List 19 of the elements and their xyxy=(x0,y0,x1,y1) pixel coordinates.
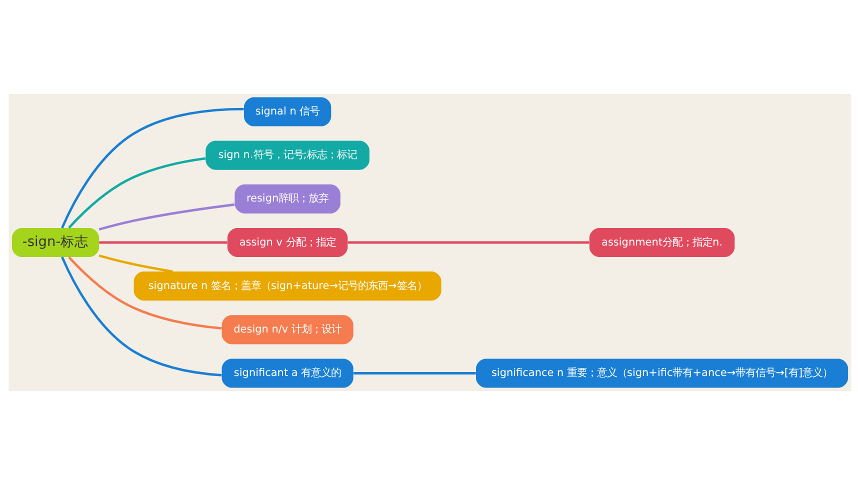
node-box: sign n.符号，记号;标志；标记 xyxy=(206,140,370,170)
node-box: assignment分配；指定n. xyxy=(589,227,735,257)
node-box: significance n 重要；意义（sign+ific带有+ance→带有信号→[有]意义） xyxy=(476,358,848,388)
node-box: assign v 分配；指定 xyxy=(227,227,348,257)
node-box: signal n 信号 xyxy=(244,96,332,126)
connector xyxy=(354,372,476,374)
node-box: design n/v 计划；设计 xyxy=(222,314,354,344)
node-box: signature n 签名；盖章（sign+ature→记号的东西→签名） xyxy=(134,271,442,300)
connector xyxy=(98,202,235,230)
connector xyxy=(61,107,244,228)
connector xyxy=(68,256,222,330)
node-box: -sign-标志 xyxy=(12,227,100,257)
connector xyxy=(348,240,590,244)
node-box: resign辞职；放弃 xyxy=(234,184,340,213)
connector xyxy=(99,240,228,244)
connector xyxy=(61,256,222,376)
connector xyxy=(98,254,173,272)
connector xyxy=(68,156,206,228)
node-box: significant a 有意义的 xyxy=(222,358,354,388)
